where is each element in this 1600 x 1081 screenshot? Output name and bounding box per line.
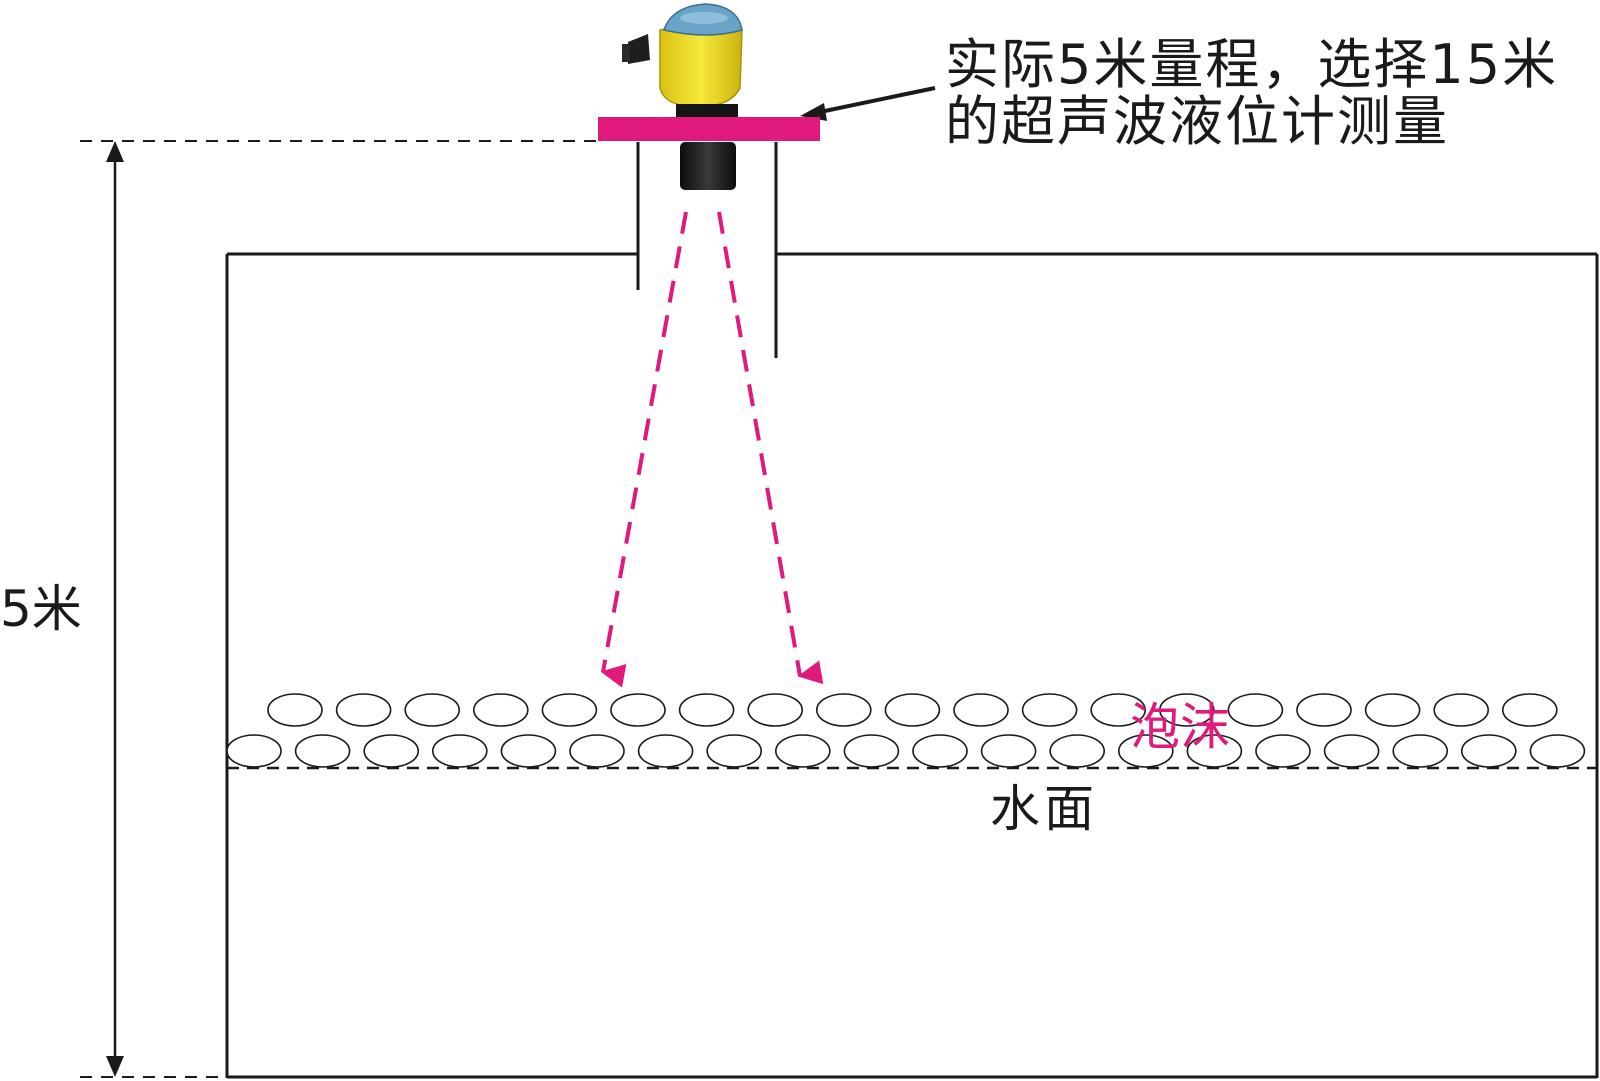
arrow-head-up [106, 141, 124, 162]
height-dimension-label: 5米 [0, 580, 82, 638]
foam-bubble [912, 734, 968, 768]
foam-bubble [569, 734, 625, 768]
foam-bubble [472, 693, 529, 727]
foam-bubble [980, 734, 1037, 768]
foam-bubble [1227, 693, 1284, 727]
foam-bubble [1255, 734, 1311, 768]
beam-right [717, 211, 824, 685]
foam-bubble [1433, 693, 1489, 727]
foam-bubble [541, 693, 598, 727]
sensor-housing [659, 23, 743, 107]
foam-bubble [335, 693, 392, 727]
foam-bubble [843, 734, 900, 768]
arrow-head-down [106, 1056, 124, 1077]
height-dimension-arrow [106, 141, 124, 1077]
foam-bubble [1392, 734, 1448, 768]
ultrasonic-level-sensor-icon [622, 3, 743, 190]
foam-bubble [815, 693, 872, 727]
foam-bubble [363, 734, 420, 768]
foam-bubble [610, 693, 666, 727]
tank [225, 142, 1599, 1079]
foam-bubble [1049, 734, 1105, 768]
beam-left [600, 211, 688, 688]
foam-bubble [500, 734, 557, 768]
foam-label: 泡沫 [1130, 698, 1230, 756]
sensor-cable-gland [628, 34, 650, 64]
foam-bubble [678, 693, 735, 727]
foam-bubble [431, 734, 488, 768]
foam-bubble [1461, 734, 1517, 768]
foam-bubble [637, 734, 694, 768]
callout-arrow-head [800, 103, 827, 121]
water-surface-label: 水面 [990, 780, 1098, 838]
foam-bubbles [226, 693, 1586, 768]
foam-bubble [1021, 693, 1078, 727]
foam-bubble [747, 693, 804, 727]
ultrasonic-beam [600, 211, 824, 688]
foam-bubble [1159, 693, 1215, 727]
foam-bubble [1364, 693, 1421, 727]
sensor-neck [676, 104, 738, 118]
foam-bubble [706, 734, 763, 768]
foam-bubble [953, 693, 1009, 727]
foam-bubble [1529, 734, 1586, 768]
foam-bubble [1090, 693, 1146, 727]
foam-bubble [267, 693, 323, 727]
mounting-flange [598, 117, 820, 141]
foam-bubble [884, 693, 941, 727]
callout-text-line-1: 实际5米量程，选择15米 [945, 33, 1559, 96]
foam-bubble [404, 693, 461, 727]
foam-bubble [1118, 734, 1174, 768]
foam-bubble [1502, 693, 1558, 727]
foam-bubble [226, 734, 282, 768]
dimension-reference-lines [80, 140, 602, 1078]
callout-text-line-2: 的超声波液位计测量 [945, 90, 1449, 153]
foam-bubble [1323, 734, 1380, 768]
callout-leader [800, 86, 936, 121]
foam-bubble [774, 734, 831, 768]
sensor-probe [680, 142, 736, 190]
foam-bubble [1296, 693, 1352, 727]
foam-bubble [294, 734, 351, 768]
